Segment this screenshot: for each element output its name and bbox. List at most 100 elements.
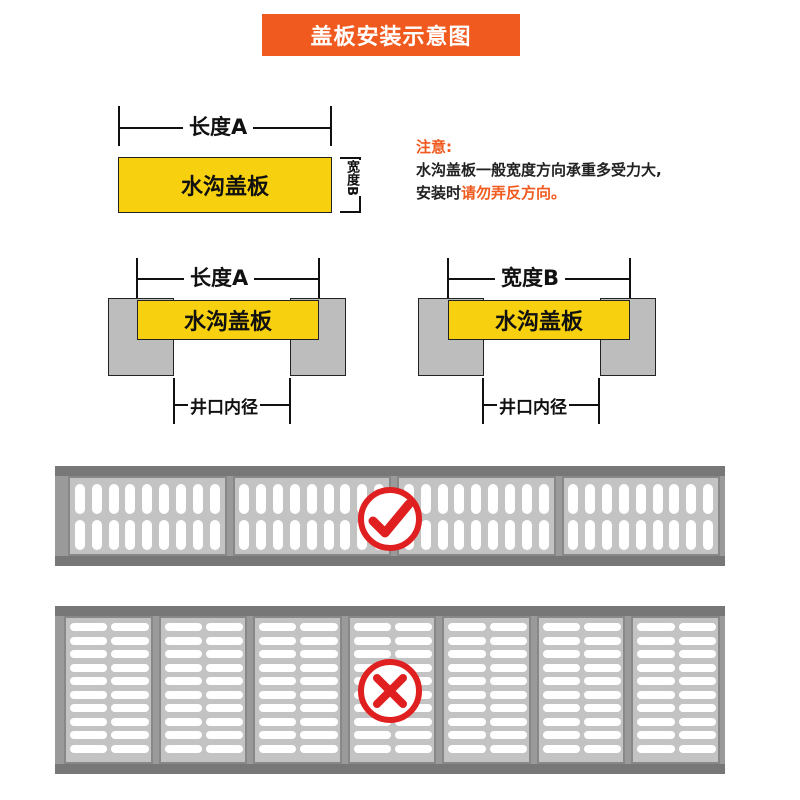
grate-slot <box>437 484 448 514</box>
grate-slot <box>70 717 108 726</box>
grate-slot <box>489 717 527 726</box>
grate-slot <box>70 744 108 753</box>
grate-slot <box>164 650 202 658</box>
grate-slot <box>584 636 622 645</box>
grate-slot <box>353 623 391 631</box>
grate-slot <box>637 677 675 685</box>
grate-slot <box>353 636 391 645</box>
right-plate: 水沟盖板 <box>448 300 630 340</box>
grate-panel <box>442 616 531 764</box>
grate-slot <box>652 484 663 514</box>
grate-slot <box>111 623 149 631</box>
grate-slot <box>256 484 267 514</box>
grate-slot <box>584 704 622 712</box>
grate-slot <box>239 484 250 514</box>
grate-panel <box>631 616 720 764</box>
grate-slot <box>652 520 663 550</box>
grate-slot <box>448 731 486 739</box>
grate-slot <box>489 623 527 631</box>
grate-slot <box>164 636 202 645</box>
grate-slot <box>637 690 675 699</box>
grate-slot <box>678 717 716 726</box>
grate-slot <box>703 484 714 514</box>
grate-slot <box>521 520 532 550</box>
grate-slot <box>448 677 486 685</box>
grate-slot <box>205 690 244 699</box>
grate-slot <box>300 636 338 645</box>
channel-rail-bottom <box>55 764 725 774</box>
grate-slot <box>584 744 622 753</box>
grate-slot <box>394 731 433 739</box>
grate-slot <box>259 744 297 753</box>
grate-slot <box>289 520 300 550</box>
grate-slot <box>70 623 108 631</box>
grate-slot <box>637 663 675 672</box>
grate-slot <box>259 650 297 658</box>
grate-panel <box>397 476 556 556</box>
top-plate: 水沟盖板 <box>118 157 332 213</box>
grate-slot <box>357 484 368 514</box>
grate-slot <box>74 520 85 550</box>
grate-slot <box>108 484 119 514</box>
grate-slot <box>353 744 391 753</box>
grate-slot <box>584 663 622 672</box>
grate-slot <box>111 650 149 658</box>
grate-slot <box>300 704 338 712</box>
grate-slot <box>300 677 338 685</box>
grate-slot <box>538 520 549 550</box>
grate-slot <box>584 717 622 726</box>
cross-icon <box>358 659 422 723</box>
grate-slot <box>637 636 675 645</box>
grate-slot <box>164 717 202 726</box>
left-dim-label: 长度A <box>184 265 255 291</box>
grate-slot <box>686 484 697 514</box>
grate-slot <box>542 731 581 739</box>
grate-slot <box>300 690 338 699</box>
grate-slot <box>205 704 244 712</box>
grate-slot <box>111 636 149 645</box>
grate-slot <box>584 650 622 658</box>
grate-slot <box>538 484 549 514</box>
grate-slot <box>678 744 716 753</box>
grate-slot <box>678 636 716 645</box>
grate-slot <box>489 663 527 672</box>
grate-slot <box>437 520 448 550</box>
grate-slot <box>521 484 532 514</box>
grate-slot <box>448 636 486 645</box>
length-label: 长度A <box>183 114 254 140</box>
grate-slot <box>637 623 675 631</box>
grate-slot <box>637 650 675 658</box>
grate-slot <box>259 677 297 685</box>
grate-slot <box>471 484 482 514</box>
dim-tick-left <box>118 106 120 146</box>
grate-slot <box>323 520 334 550</box>
grate-slot <box>259 717 297 726</box>
note-line2-highlight: 请勿弄反方向。 <box>461 184 567 202</box>
grate-slot <box>542 744 581 753</box>
grate-slot <box>353 731 391 739</box>
grate-slot <box>678 623 716 631</box>
grate-slot <box>273 484 284 514</box>
grate-slot <box>394 650 433 658</box>
grate-slot <box>489 704 527 712</box>
grate-slot <box>111 731 149 739</box>
grate-slot <box>125 484 136 514</box>
grate-slot <box>164 704 202 712</box>
note-line2-prefix: 安装时 <box>416 184 462 202</box>
grate-slot <box>205 744 244 753</box>
grate-slot <box>205 623 244 631</box>
dim-tick-top <box>340 157 360 159</box>
grate-slot <box>300 623 338 631</box>
grate-slot <box>164 663 202 672</box>
grate-slot <box>111 744 149 753</box>
grate-slot <box>448 704 486 712</box>
dim-tick <box>173 378 175 424</box>
right-opening-label: 井口内径 <box>497 393 569 418</box>
grate-slot <box>205 663 244 672</box>
grate-slot <box>448 623 486 631</box>
grate-slot <box>259 704 297 712</box>
grate-slot <box>111 677 149 685</box>
grate-slot <box>164 690 202 699</box>
grate-slot <box>70 704 108 712</box>
grate-slot <box>448 717 486 726</box>
